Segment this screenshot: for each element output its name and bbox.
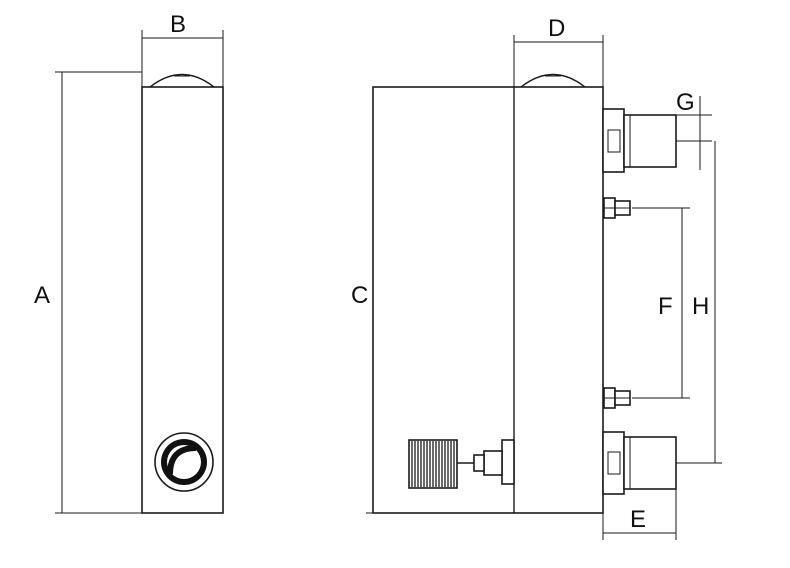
side-top-screw (520, 73, 586, 88)
label-f: F (658, 293, 673, 320)
valve-knob-knurl (411, 441, 455, 487)
label-h: H (692, 293, 709, 320)
bottom-fitting (602, 431, 677, 495)
side-body (372, 86, 604, 514)
label-b: B (170, 11, 186, 38)
front-view (55, 30, 224, 514)
label-c: C (351, 282, 368, 309)
label-g: G (676, 89, 695, 116)
side-view (366, 35, 722, 540)
lower-mount-bolt (603, 387, 631, 409)
front-top-screw (149, 73, 215, 88)
top-fitting (602, 108, 677, 173)
needle-valve (408, 439, 515, 489)
upper-mount-bolt (603, 197, 631, 219)
label-a: A (34, 282, 50, 309)
label-d: D (548, 15, 565, 42)
label-e: E (630, 506, 646, 533)
front-knob (154, 432, 214, 492)
